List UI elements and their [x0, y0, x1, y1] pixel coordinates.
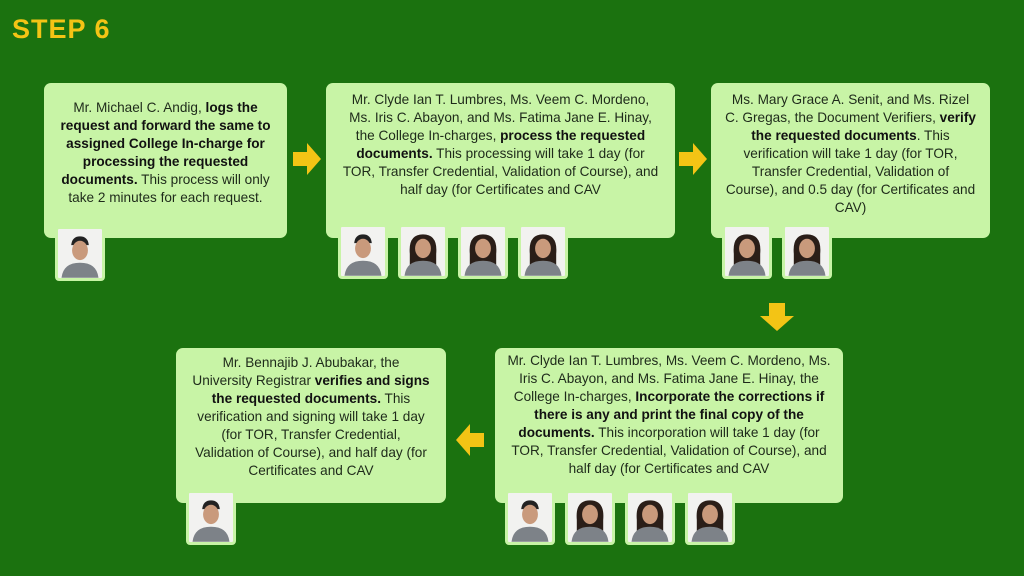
step-text-bold: verify the requested documents: [751, 110, 976, 143]
step-text: Mr. Michael C. Andig,: [73, 100, 206, 115]
portrait-photo: [625, 490, 675, 545]
portrait-photo: [782, 224, 832, 279]
portrait-photo: [565, 490, 615, 545]
portrait-photo: [186, 490, 236, 545]
portrait-photo: [398, 224, 448, 279]
portrait-photo: [458, 224, 508, 279]
step-text: This process will only take 2 minutes fo…: [68, 172, 270, 205]
step-box-incorporate-corrections: Mr. Clyde Ian T. Lumbres, Ms. Veem C. Mo…: [495, 348, 843, 503]
portrait-photo: [338, 224, 388, 279]
step-box-log-request: Mr. Michael C. Andig, logs the request a…: [44, 83, 287, 238]
step-box-verify-documents: Ms. Mary Grace A. Senit, and Ms. Rizel C…: [711, 83, 990, 238]
arrow-left-icon: [456, 424, 484, 456]
step-text: This verification and signing will take …: [195, 391, 427, 478]
portrait-photo: [685, 490, 735, 545]
step-title: STEP 6: [12, 14, 111, 44]
step-text: This processing will take 1 day (for TOR…: [342, 146, 659, 197]
step-text-bold: logs the request and forward the same to…: [60, 100, 271, 187]
step-box-registrar-signs: Mr. Bennajib J. Abubakar, the University…: [176, 348, 446, 503]
step-text-bold: process the requested documents.: [356, 128, 646, 161]
portrait-photo: [518, 224, 568, 279]
step-text-bold: Incorporate the corrections if there is …: [518, 389, 825, 440]
step-box-process-documents: Mr. Clyde Ian T. Lumbres, Ms. Veem C. Mo…: [326, 83, 675, 238]
step-text: Mr. Clyde Ian T. Lumbres, Ms. Veem C. Mo…: [349, 92, 652, 143]
portrait-photo: [55, 226, 105, 281]
step-text: This incorporation will take 1 day (for …: [511, 425, 827, 476]
arrow-right-icon: [293, 143, 321, 175]
arrow-right-icon: [679, 143, 707, 175]
step-text-bold: verifies and signs the requested documen…: [211, 373, 430, 406]
step-text: Mr. Clyde Ian T. Lumbres, Ms. Veem C. Mo…: [507, 353, 831, 404]
portrait-photo: [505, 490, 555, 545]
portrait-photo: [722, 224, 772, 279]
step-text: Ms. Mary Grace A. Senit, and Ms. Rizel C…: [725, 92, 970, 125]
step-text: Mr. Bennajib J. Abubakar, the University…: [192, 355, 400, 388]
step-text: . This verification will take 1 day (for…: [725, 128, 976, 215]
arrow-down-icon: [760, 303, 794, 331]
